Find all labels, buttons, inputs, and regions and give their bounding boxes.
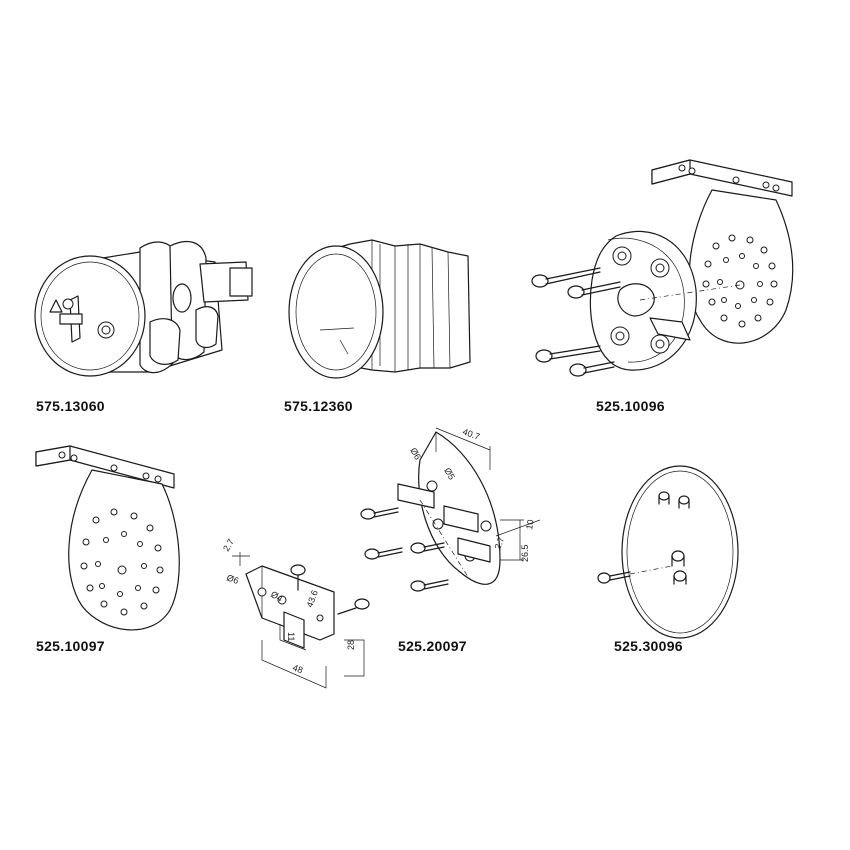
dim-bracket-1: 2.7 — [221, 537, 236, 553]
dim-bracket-5: 48 — [291, 662, 304, 675]
dim-plate-5: 26.5 — [520, 544, 530, 562]
part-label-525-30096: 525.30096 — [614, 638, 683, 654]
part-575-12360-drawing — [288, 239, 471, 379]
part-525-20097-drawing: Ø6 Ø5 40.7 10 26.5 2.7 — [360, 426, 541, 592]
part-label-525-20097: 525.20097 — [398, 638, 467, 654]
dim-plate-4: 10 — [524, 519, 536, 531]
part-525-30096-drawing — [597, 465, 739, 639]
small-bracket-drawing: 2.7 Ø6 Ø4 11 48 28 43.6 — [221, 537, 370, 689]
part-label-575-13060: 575.13060 — [36, 398, 105, 414]
hole-pattern — [80, 508, 164, 616]
part-label-525-10096: 525.10096 — [596, 398, 665, 414]
screw-group — [360, 507, 449, 592]
part-525-10096-drawing — [531, 159, 794, 377]
part-label-525-10097: 525.10097 — [36, 638, 105, 654]
hole-pattern — [702, 234, 778, 328]
part-525-10097-drawing — [35, 445, 180, 631]
screw-group — [531, 267, 621, 377]
dim-bracket-2: Ø6 — [225, 572, 240, 586]
part-label-575-12360: 575.12360 — [284, 398, 353, 414]
part-575-13060-drawing — [34, 240, 253, 377]
dim-plate-6: 2.7 — [492, 536, 506, 551]
dim-bracket-4: 11 — [286, 632, 296, 641]
dim-bracket-6: 28 — [346, 640, 356, 650]
